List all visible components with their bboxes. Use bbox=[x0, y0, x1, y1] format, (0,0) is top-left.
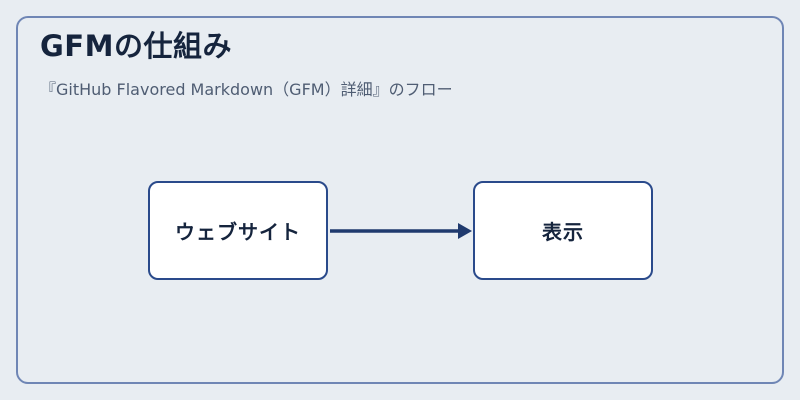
node-display-label: 表示 bbox=[542, 220, 584, 244]
node-display: 表示 bbox=[473, 181, 653, 280]
node-website: ウェブサイト bbox=[148, 181, 328, 280]
node-website-label: ウェブサイト bbox=[175, 220, 301, 244]
diagram-subtitle: 『GitHub Flavored Markdown（GFM）詳細』のフロー bbox=[40, 80, 453, 99]
diagram-frame bbox=[16, 16, 784, 384]
diagram-title: GFMの仕組み bbox=[40, 29, 232, 63]
